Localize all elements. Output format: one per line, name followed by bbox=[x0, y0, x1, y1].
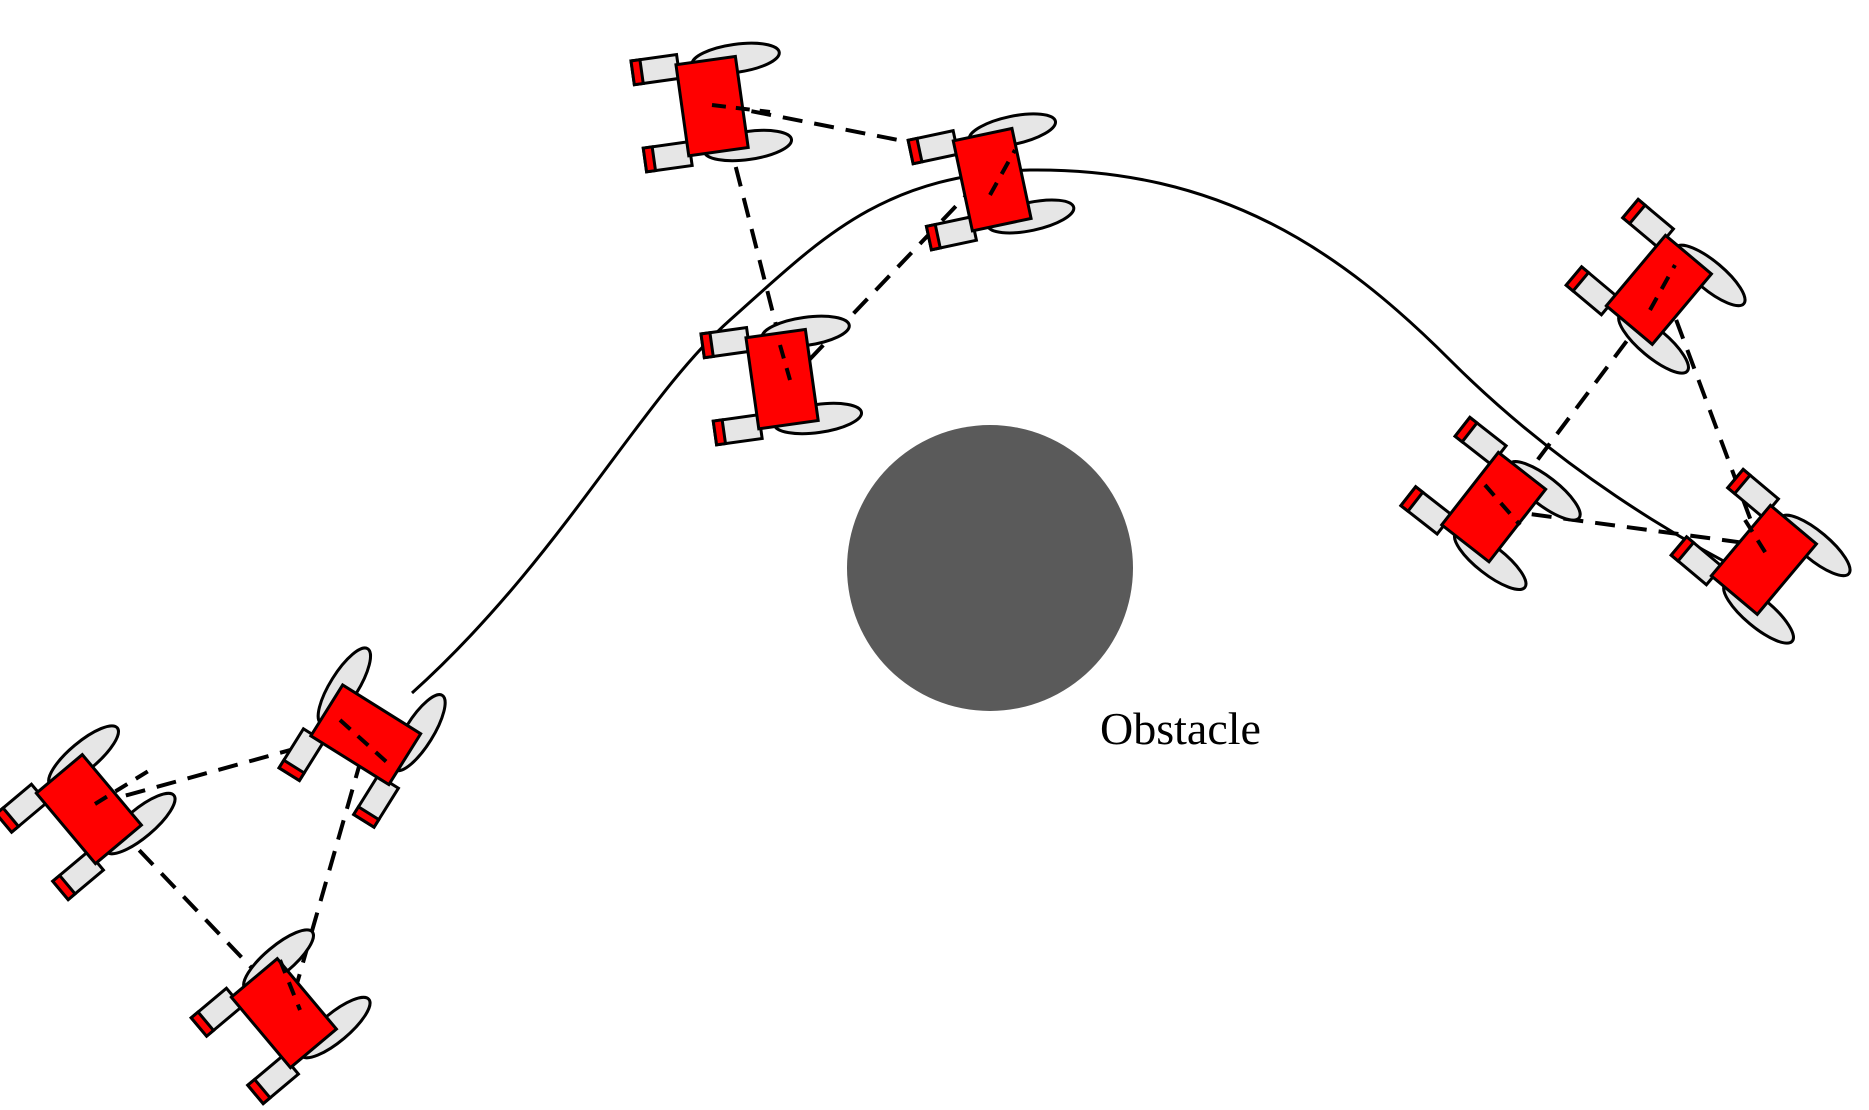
middle-formation bbox=[629, 36, 1079, 449]
obstacle-label: Obstacle bbox=[1100, 703, 1261, 754]
mobile-robot-icon bbox=[699, 309, 865, 449]
end-formation bbox=[1398, 196, 1860, 654]
formation-link bbox=[288, 727, 372, 1009]
mobile-robot-icon bbox=[275, 639, 456, 830]
mobile-robot-icon bbox=[1563, 196, 1755, 384]
mobile-robot-icon bbox=[0, 715, 185, 903]
formation-link bbox=[1499, 508, 1761, 547]
mobile-robot-icon bbox=[906, 106, 1079, 254]
mobile-robot-icon bbox=[188, 919, 380, 1107]
mobile-robot-icon bbox=[1668, 466, 1860, 654]
obstacle-circle bbox=[847, 425, 1133, 711]
mobile-robot-icon bbox=[1398, 414, 1590, 600]
start-formation-links bbox=[93, 726, 372, 1010]
reference-path bbox=[410, 168, 1761, 695]
robot-heading-marks bbox=[93, 103, 1772, 1011]
formation-link bbox=[1663, 289, 1762, 546]
start-formation bbox=[0, 639, 456, 1107]
